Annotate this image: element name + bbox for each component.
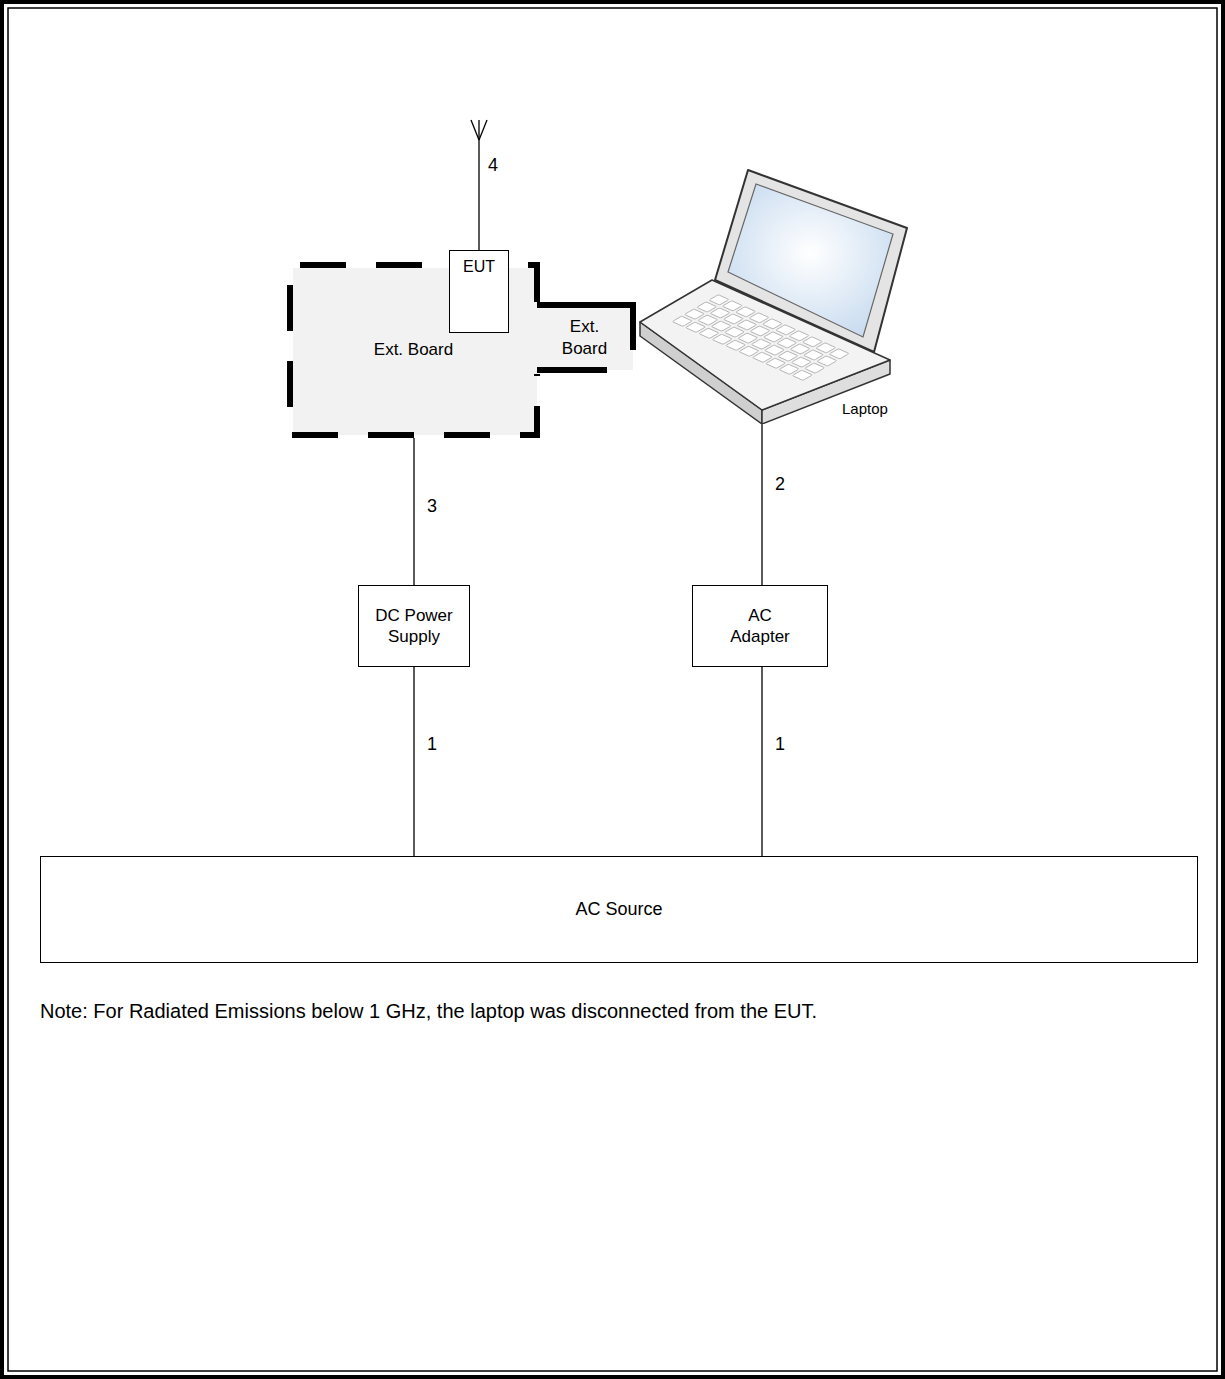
keyboard [672, 295, 849, 381]
callout-number: 4 [488, 154, 498, 177]
key [684, 309, 704, 319]
key [736, 307, 756, 317]
key [805, 363, 825, 373]
key [803, 350, 823, 360]
extension-board: Ext. Board [533, 300, 636, 375]
callout-number: 1 [425, 733, 439, 756]
key [724, 327, 744, 337]
box-label: Ext. Board [557, 316, 612, 359]
box-label: AC Source [575, 898, 662, 921]
power-supply-box: DC Power Supply [358, 585, 470, 667]
laptop-figure: Laptop [635, 165, 910, 424]
laptop-label: Laptop [842, 400, 888, 419]
key [697, 302, 717, 312]
key [710, 308, 730, 318]
box-label: DC Power Supply [365, 605, 463, 648]
key [739, 346, 759, 356]
callout-number: 3 [425, 495, 439, 518]
key [816, 343, 836, 353]
key [829, 349, 849, 359]
key [722, 301, 742, 311]
key [723, 314, 743, 324]
callout-number: 2 [773, 473, 787, 496]
board-outline [533, 300, 636, 375]
connector-line [761, 667, 762, 856]
key [738, 333, 758, 343]
key [779, 364, 799, 374]
key [749, 313, 769, 323]
key [712, 334, 732, 344]
connector-line [413, 438, 414, 585]
ac-source-box: AC Source [40, 856, 1198, 963]
base-top [640, 280, 890, 410]
key [751, 339, 771, 349]
key [817, 356, 837, 366]
key [672, 316, 692, 326]
key [802, 337, 822, 347]
key [765, 345, 785, 355]
key [698, 315, 718, 325]
key [711, 321, 731, 331]
connector-line [413, 667, 414, 856]
dashed-outline [537, 367, 607, 373]
extension-board: Ext. BoardEUT [287, 262, 540, 438]
key [699, 328, 719, 338]
connector-line [761, 424, 762, 585]
key [790, 344, 810, 354]
key [778, 351, 798, 361]
box-label: AC Adapter [723, 605, 798, 648]
key [766, 358, 786, 368]
key [737, 320, 757, 330]
box-label: Ext. Board [374, 339, 453, 360]
key [709, 295, 729, 305]
eut-box: EUT [449, 250, 509, 333]
key [777, 338, 797, 348]
key [791, 357, 811, 367]
adapter-box: AC Adapter [692, 585, 828, 667]
laptop-illustration [635, 165, 910, 424]
antenna-arm [471, 120, 479, 140]
note-text: Note: For Radiated Emissions below 1 GHz… [40, 999, 1200, 1024]
callout-number: 1 [773, 733, 787, 756]
key [789, 331, 809, 341]
board-fill [537, 305, 633, 370]
key [750, 326, 770, 336]
key [792, 370, 812, 380]
key [776, 325, 796, 335]
key [726, 340, 746, 350]
key [762, 319, 782, 329]
box-label: EUT [463, 257, 495, 277]
inner-frame [8, 8, 1217, 1371]
key [686, 322, 706, 332]
antenna-arm [479, 120, 487, 140]
key [763, 332, 783, 342]
key [752, 352, 772, 362]
